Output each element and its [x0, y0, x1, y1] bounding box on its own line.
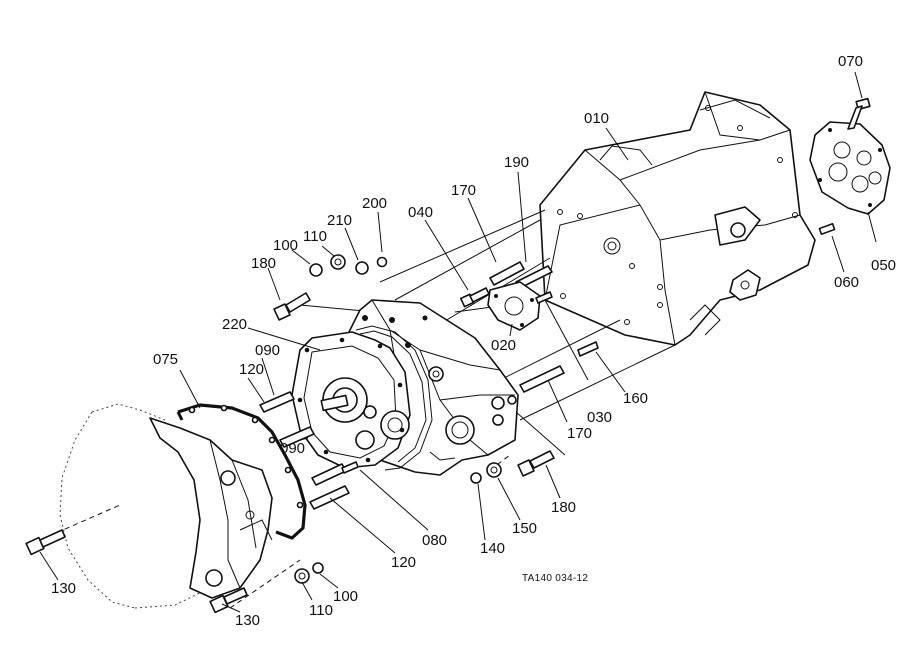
gasket-075 [176, 403, 307, 540]
callout-050: 050 [871, 257, 897, 274]
transmission-case-010 [539, 91, 816, 346]
callout-075: 075 [153, 351, 179, 368]
callout-040: 040 [408, 204, 434, 221]
callout-090: 090 [255, 342, 281, 359]
callout-200: 200 [362, 195, 388, 212]
callout-030: 030 [587, 409, 613, 426]
callout-140: 140 [480, 540, 506, 557]
callout-110-lower: 110 [309, 602, 333, 619]
front-plate [291, 331, 411, 469]
callout-010: 010 [584, 110, 610, 127]
callout-070: 070 [838, 53, 864, 70]
washer-110-lower [294, 568, 310, 584]
callout-120-lower: 120 [391, 554, 417, 571]
callout-060: 060 [834, 274, 860, 291]
callout-020: 020 [491, 337, 517, 354]
bolt-180-upper [273, 292, 311, 321]
callout-150: 150 [512, 520, 538, 537]
washer-140 [470, 472, 482, 484]
bolt-130-bottom [209, 587, 248, 614]
stud-120-upper [259, 391, 295, 413]
dowel-080 [341, 461, 359, 474]
callout-100-lower: 100 [333, 588, 359, 605]
cover-plate-050 [809, 121, 891, 215]
bolt-130-left [25, 529, 66, 556]
callout-100: 100 [273, 237, 299, 254]
callout-090-lower: 090 [280, 440, 306, 457]
nut-100-lower [312, 562, 324, 574]
stud-090-lower [311, 463, 347, 486]
nut-150 [486, 462, 502, 478]
leader-lines [39, 71, 877, 613]
callout-160: 160 [623, 390, 649, 407]
callout-110: 110 [303, 228, 327, 245]
callout-080: 080 [422, 532, 448, 549]
callout-220: 220 [222, 316, 248, 333]
stud-090-upper [279, 426, 315, 448]
bearing-holder-020 [487, 281, 541, 331]
figure-code: TA140 034-12 [522, 573, 589, 584]
callout-130: 130 [51, 580, 77, 597]
nut-210 [355, 261, 369, 275]
callout-120: 120 [239, 361, 265, 378]
callout-180: 180 [251, 255, 277, 272]
callout-170: 170 [451, 182, 477, 199]
pin-030 [535, 291, 553, 304]
gasket-220 [355, 325, 433, 471]
callout-180-lower: 180 [551, 499, 577, 516]
stud-170-upper [489, 261, 525, 286]
callout-130-bottom: 130 [235, 612, 261, 629]
bolt-070 [847, 97, 871, 130]
washer-110-upper [330, 254, 346, 270]
hardware [25, 254, 599, 614]
bolt-180-lower [517, 450, 555, 477]
callout-190: 190 [504, 154, 530, 171]
bellhousing [59, 403, 273, 609]
nut-200 [376, 256, 388, 268]
stud-170-lower [519, 365, 565, 393]
callout-210: 210 [327, 212, 353, 229]
pin-160 [577, 341, 599, 357]
nut-100-upper [309, 263, 323, 277]
stud-120-lower [309, 485, 350, 510]
callout-170-lower: 170 [567, 425, 593, 442]
pin-060 [818, 222, 836, 236]
